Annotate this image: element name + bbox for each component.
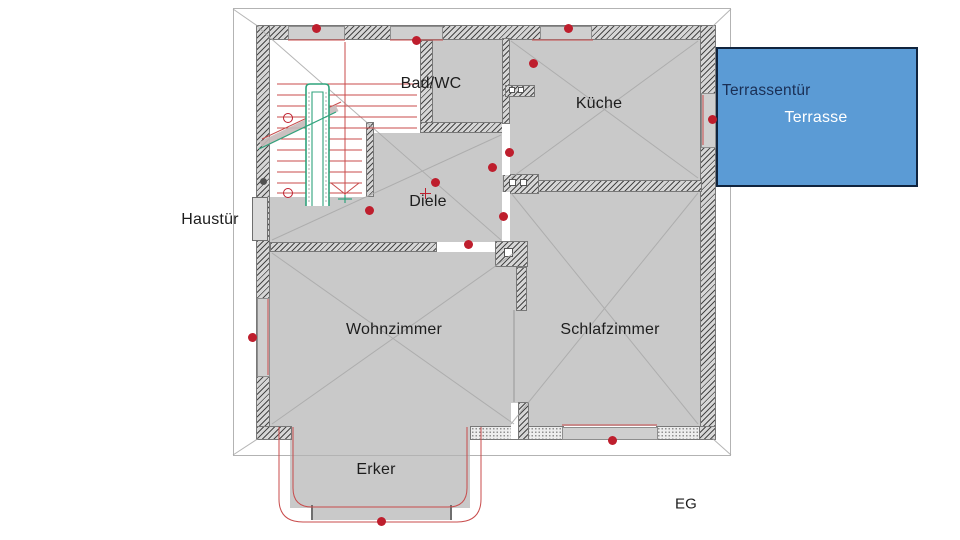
red-dot-marker	[528, 58, 538, 68]
red-dot-marker	[563, 23, 573, 33]
window-left-wohn	[257, 298, 270, 377]
door-label-terrassentuer: Terrassentür	[722, 82, 811, 99]
red-dot-marker	[504, 147, 514, 157]
red-dot-marker	[707, 114, 717, 124]
red-dot-marker	[498, 211, 508, 221]
red-dot-marker	[247, 332, 257, 342]
door-label-haustuer: Haustür	[181, 211, 239, 228]
wall-bad-kueche	[502, 38, 510, 124]
red-dot-marker	[311, 23, 321, 33]
red-dot-marker	[376, 516, 386, 526]
red-dot-marker	[430, 177, 440, 187]
red-dot-marker	[607, 435, 617, 445]
terrace-block	[716, 47, 918, 187]
wall-bottom-stipple-2	[656, 426, 700, 440]
wall-diele-wohn	[270, 242, 437, 252]
room-label-erker: Erker	[356, 461, 396, 478]
red-dot-marker	[364, 205, 374, 215]
room-label-diele: Diele	[409, 193, 447, 210]
gray-dot-marker	[259, 177, 267, 185]
room-label-kueche: Küche	[575, 95, 623, 112]
red-dot-marker	[487, 162, 497, 172]
red-dot-marker	[411, 35, 421, 45]
red-dot-marker	[463, 239, 473, 249]
room-label-schlafzimmer: Schlafzimmer	[560, 321, 660, 338]
floor-label-eg: EG	[674, 495, 698, 513]
room-label-wohnzimmer: Wohnzimmer	[346, 321, 442, 338]
red-circle-marker	[283, 188, 293, 198]
red-circle-marker	[283, 113, 293, 123]
room-label-bad-wc: Bad/WC	[400, 75, 462, 92]
area-label-terrasse: Terrasse	[784, 109, 848, 126]
wall-kueche-schlaf	[503, 180, 702, 192]
chimney-a-flue	[509, 179, 516, 186]
plus-marker	[419, 187, 431, 199]
chimney-a-flue	[520, 179, 527, 186]
wall-bottom-right-corner	[698, 426, 716, 440]
